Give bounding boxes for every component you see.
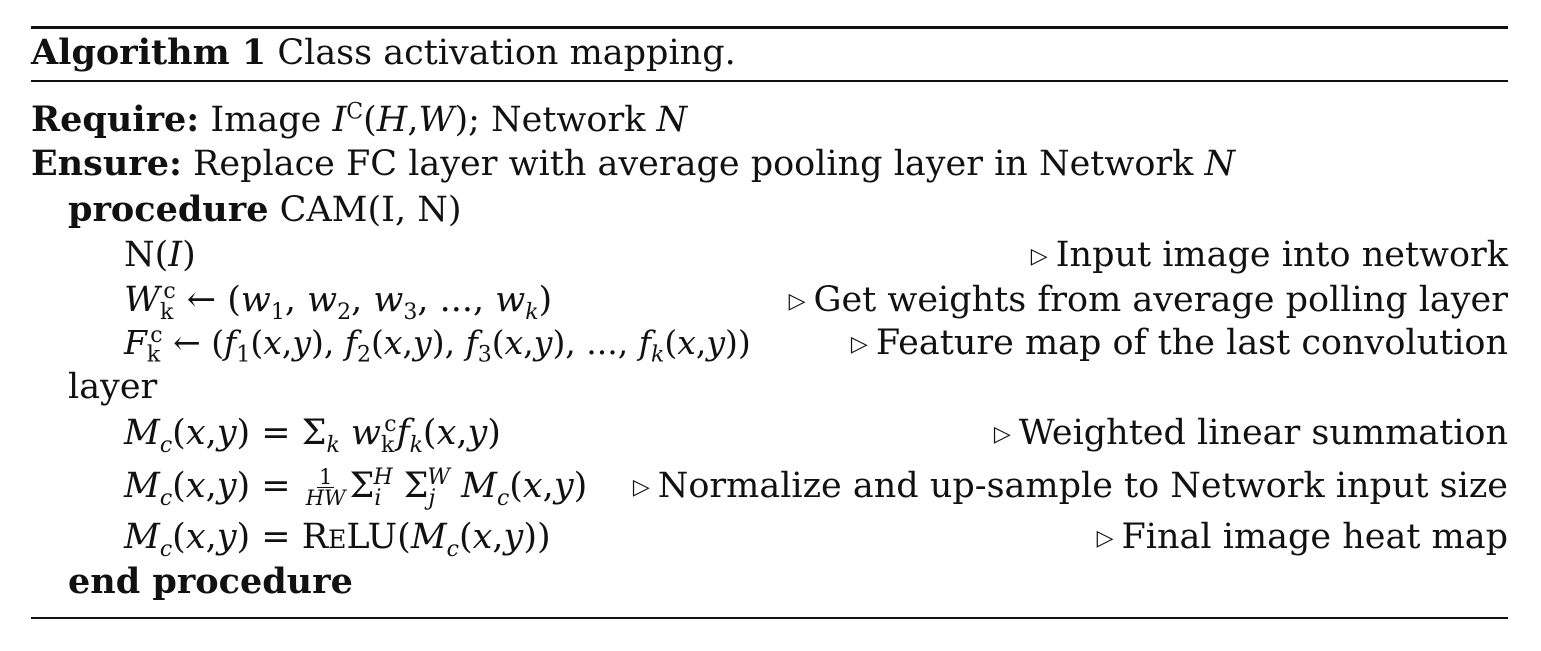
comment-triangle-icon: ▷	[788, 289, 806, 314]
step-3-comment: ▷Feature map of the last convolution	[850, 323, 1508, 363]
comment-triangle-icon: ▷	[1096, 526, 1114, 551]
step-3-wrap: layer	[68, 367, 158, 407]
require-keyword: Require:	[31, 99, 200, 140]
comment-triangle-icon: ▷	[632, 475, 650, 500]
comment-triangle-icon: ▷	[850, 332, 868, 357]
algorithm-label: Algorithm 1	[31, 32, 267, 73]
step-2-math: Wkc ← (w1, w2, w3, ..., wk)	[124, 279, 553, 325]
procedure-keyword: procedure	[68, 189, 269, 230]
step-6-comment: ▷Final image heat map	[1096, 517, 1508, 557]
procedure-line: procedure CAM(I, N)	[68, 189, 462, 231]
ensure-var: N	[1204, 144, 1236, 184]
header-rule	[31, 80, 1508, 82]
step-1-comment: ▷Input image into network	[1030, 235, 1508, 275]
step-4-comment: ▷Weighted linear summation	[993, 413, 1508, 453]
comment-triangle-icon: ▷	[993, 422, 1011, 447]
algorithm-title: Class activation mapping.	[277, 33, 736, 73]
ensure-text: Replace FC layer with average pooling la…	[193, 144, 1205, 184]
step-4-math: Mc(x,y) = Σk wkcfk(x,y)	[124, 412, 501, 458]
bottom-rule	[31, 617, 1508, 619]
ensure-line: Ensure: Replace FC layer with average po…	[31, 143, 1236, 185]
require-math: IC(H,W); Network N	[332, 99, 688, 140]
step-5-comment: ▷Normalize and up-sample to Network inpu…	[632, 466, 1508, 506]
step-1-math: N(I)	[124, 235, 196, 275]
procedure-name: CAM(I, N)	[279, 190, 462, 230]
end-procedure: end procedure	[68, 561, 353, 602]
ensure-keyword: Ensure:	[31, 143, 182, 184]
require-line: Require: Image IC(H,W); Network N	[31, 99, 688, 141]
step-6-math: Mc(x,y) = ReLU(Mc(x,y))	[124, 517, 551, 562]
step-2-comment: ▷Get weights from average polling layer	[788, 280, 1508, 320]
top-rule	[31, 26, 1508, 29]
algorithm-header: Algorithm 1 Class activation mapping.	[31, 32, 736, 74]
step-3-math: Fkc ← (f1(x,y), f2(x,y), f3(x,y), ..., f…	[124, 323, 751, 368]
comment-triangle-icon: ▷	[1030, 244, 1048, 269]
require-text: Image	[210, 100, 333, 140]
